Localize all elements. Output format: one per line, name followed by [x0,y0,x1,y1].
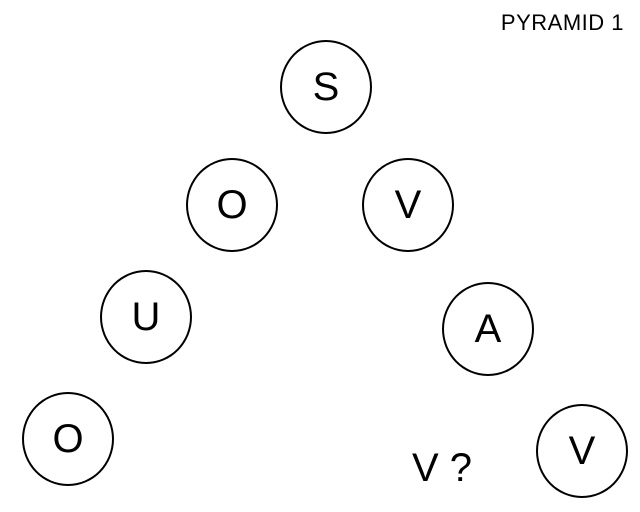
node-letter: O [216,183,248,227]
node-letter: V [568,429,596,473]
node-left-1: O [186,158,278,252]
node-right-3: V [536,404,628,498]
node-left-3: O [22,392,114,486]
node-letter: S [312,65,340,109]
missing-answer-label: V ? [412,446,473,490]
node-letter: U [131,295,161,339]
node-letter: V [394,183,422,227]
node-apex: S [280,40,372,134]
pyramid-title: PYRAMID 1 [500,10,624,35]
node-right-1: V [362,158,454,252]
node-right-2: A [442,282,534,376]
node-letter: A [474,307,502,351]
node-letter: O [52,417,84,461]
node-left-2: U [100,270,192,364]
